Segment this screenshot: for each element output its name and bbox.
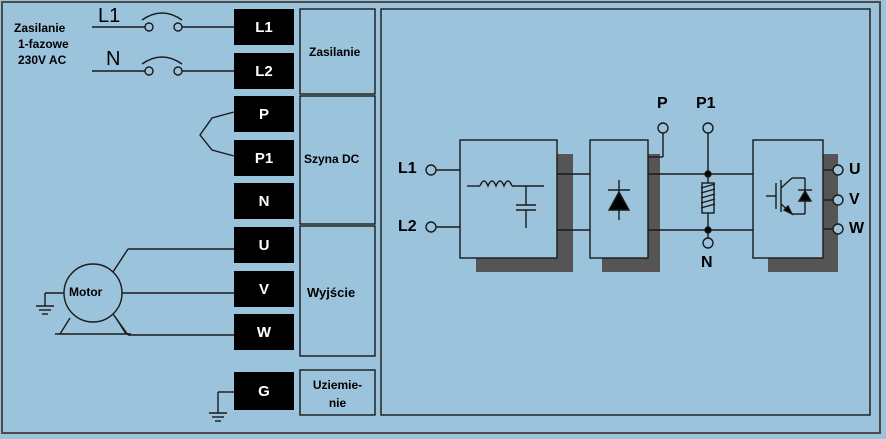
terminal-n: N	[234, 183, 294, 219]
terminal-u: U	[234, 227, 294, 263]
supply-text-line1: Zasilanie	[14, 21, 66, 35]
section-panel-dc	[299, 95, 376, 225]
section-label-ground-line2: nie	[328, 396, 347, 410]
supply-n-label: N	[106, 48, 121, 70]
terminal-l2: L2	[234, 53, 294, 89]
output-u-label: U	[849, 161, 861, 178]
terminal-p1: P1	[234, 140, 294, 176]
input-wires	[425, 164, 460, 233]
supply-text-line3: 230V AC	[18, 53, 67, 67]
terminal-w: W	[234, 314, 294, 350]
outer-frame	[1, 1, 881, 434]
section-panel-ground	[299, 369, 376, 416]
inverter-in-l2-label: L2	[398, 218, 417, 235]
filter-block	[459, 139, 558, 259]
section-label-supply: Zasilanie	[309, 45, 361, 59]
internal-diagram-box	[380, 8, 871, 416]
inverter-p-label: P	[657, 95, 668, 112]
terminal-l1: L1	[234, 9, 294, 45]
motor-icon	[55, 248, 234, 336]
g-ground-icon	[209, 391, 234, 422]
inverter-block	[752, 139, 824, 259]
section-label-ground-line1: Uziemie-	[312, 378, 363, 392]
output-w-label: W	[849, 220, 865, 237]
supply-text-line2: 1-fazowe	[18, 37, 69, 51]
section-panel-supply	[299, 8, 376, 95]
motor-ground-icon	[36, 292, 64, 315]
section-panel-output	[299, 225, 376, 357]
dc-jumper-wire	[199, 111, 235, 157]
inverter-in-l1-label: L1	[398, 160, 417, 177]
supply-l1-label: L1	[98, 5, 121, 27]
terminal-v: V	[234, 271, 294, 307]
output-wires	[823, 164, 844, 235]
inverter-n-label: N	[701, 254, 713, 271]
section-label-dc-bus: Szyna DC	[304, 152, 360, 166]
terminal-g: G	[234, 372, 294, 410]
motor-label: Motor	[69, 285, 103, 299]
dc-bus-wires	[648, 122, 753, 249]
output-v-label: V	[849, 191, 860, 208]
terminal-p: P	[234, 96, 294, 132]
rectifier-block	[589, 139, 649, 259]
inverter-p1-label: P1	[696, 95, 716, 112]
l1-switch-icon	[92, 12, 234, 32]
section-label-output: Wyjście	[307, 285, 356, 300]
n-switch-icon	[92, 56, 234, 76]
